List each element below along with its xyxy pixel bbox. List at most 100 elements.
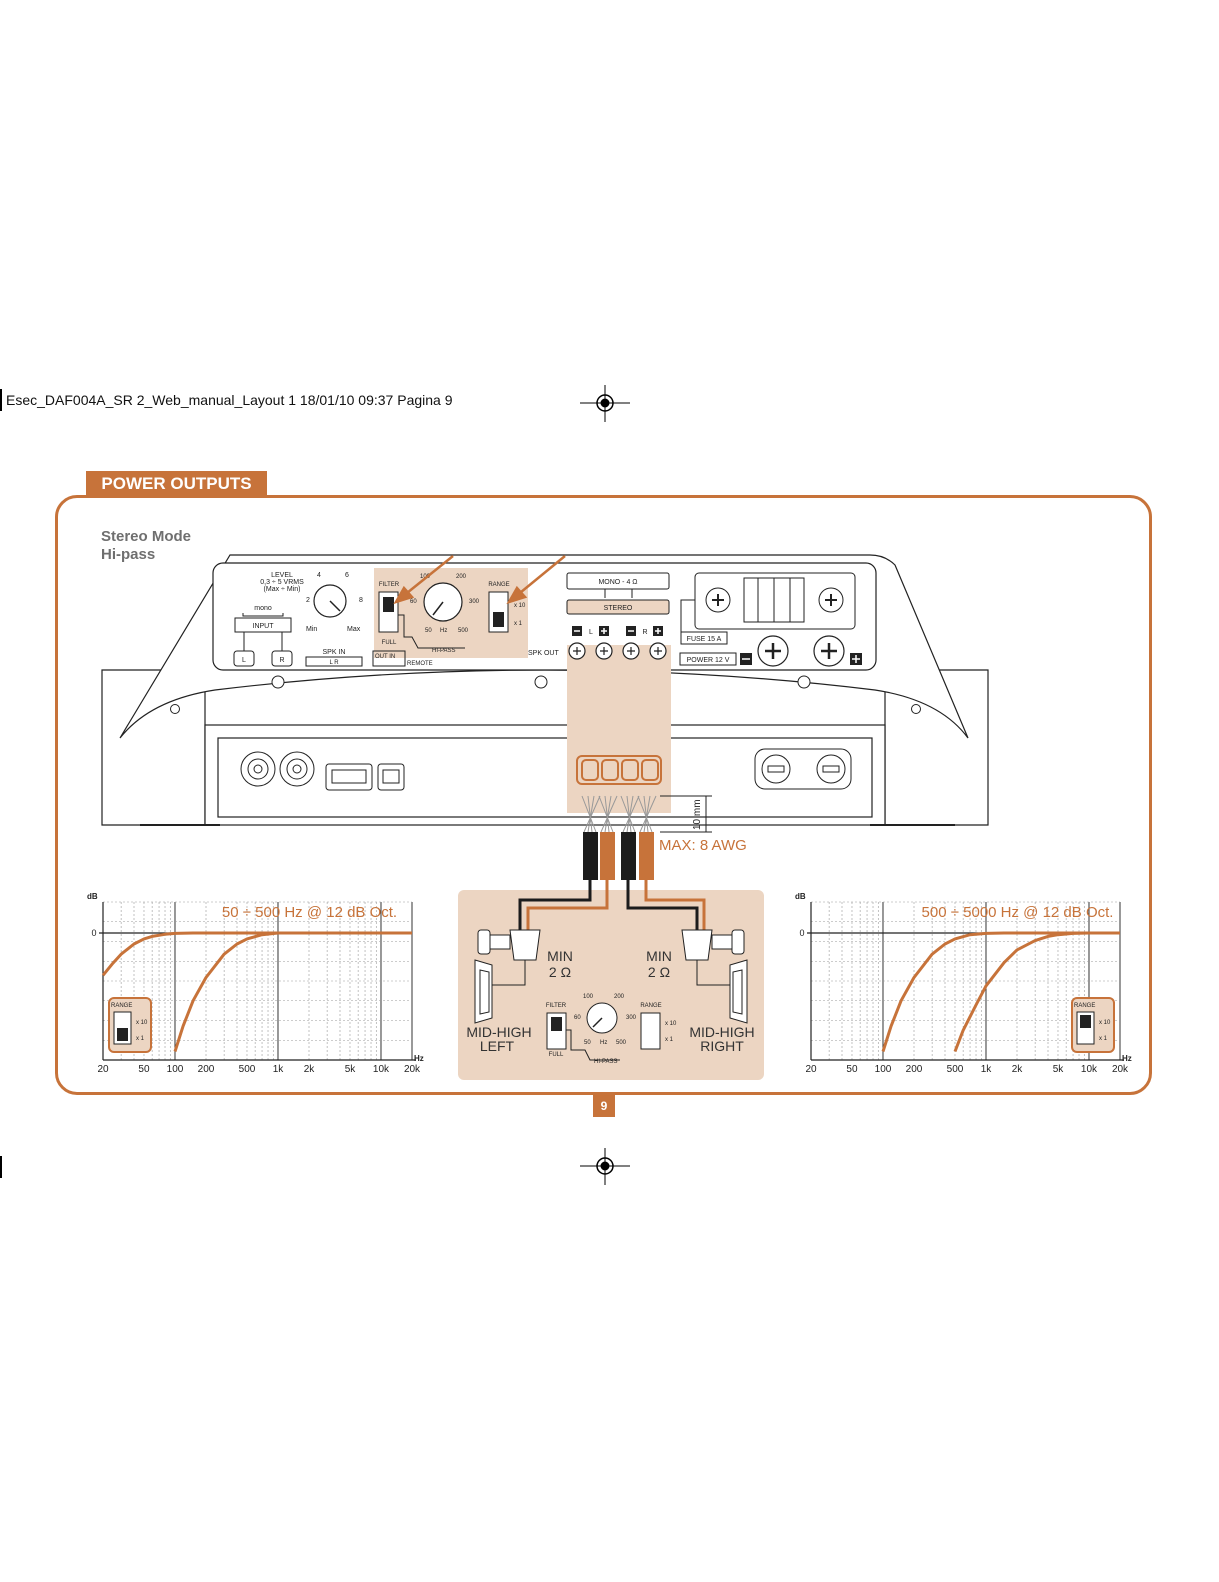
x-tick-label: 5k [345, 1064, 357, 1075]
x-tick-label: 200 [198, 1064, 215, 1075]
x-tick-label: 5k [1053, 1064, 1065, 1075]
y-axis-label: dB [87, 892, 98, 901]
spk-out-l-label: L [589, 629, 593, 636]
input-l-label: L [242, 657, 246, 664]
chart-title: 500 ÷ 5000 Hz @ 12 dB Oct. [922, 904, 1114, 921]
frequency-knob-pointer [432, 601, 444, 616]
freq-scale-50: 50 [425, 628, 432, 634]
x-tick-label: 100 [875, 1064, 892, 1075]
x-tick-label: 2k [1012, 1064, 1024, 1075]
right-speaker-side: RIGHT [700, 1038, 744, 1054]
x-tick-label: 10k [373, 1064, 390, 1075]
mode-line-2: Hi-pass [101, 546, 156, 563]
right-ohm-label: 2 Ω [648, 964, 670, 980]
left-min-label: MIN [547, 948, 573, 964]
output-highlight [567, 645, 671, 813]
inset-range-slider [1080, 1015, 1091, 1028]
x-tick-label: 10k [1081, 1064, 1098, 1075]
x-tick-label: 200 [906, 1064, 923, 1075]
mono-label: mono [254, 605, 272, 612]
inset-x1-label: x 1 [1099, 1036, 1108, 1042]
input-label: INPUT [253, 623, 275, 630]
wire-length-dimension [660, 795, 712, 833]
level-knob-pointer [329, 600, 341, 612]
mini-full-label: FULL [549, 1052, 564, 1058]
x-tick-label: 20k [1112, 1064, 1129, 1075]
x-tick-label: 2k [304, 1064, 316, 1075]
filter-switch-slider [383, 597, 394, 612]
chart-title: 50 ÷ 500 Hz @ 12 dB Oct. [222, 904, 397, 921]
mini-freq-60: 60 [574, 1015, 581, 1021]
mini-range-x10: x 10 [665, 1021, 677, 1027]
x-tick-label: 20k [404, 1064, 421, 1075]
range-switch-slider [493, 612, 504, 627]
mini-range-label: RANGE [640, 1003, 661, 1009]
filter-label: FILTER [379, 582, 400, 588]
level-label: LEVEL [271, 572, 293, 579]
input-wires [243, 632, 283, 651]
stereo-label: STEREO [604, 605, 633, 612]
screw-icon [797, 675, 811, 689]
input-r-label: R [279, 657, 284, 664]
left-speaker-name: MID-HIGH [466, 1024, 531, 1040]
mount-hole [911, 704, 921, 714]
response-curve-2 [173, 931, 412, 1052]
x-tick-label: 500 [947, 1064, 964, 1075]
hipass-label: HI-PASS [432, 648, 456, 654]
registration-mark-icon [580, 385, 630, 422]
screw-icon [271, 675, 285, 689]
mini-hipass-label: HI-PASS [594, 1059, 618, 1065]
y-axis-label: dB [795, 892, 806, 901]
x-axis-label: Hz [414, 1054, 424, 1063]
level-scale-2: 2 [306, 597, 310, 604]
page-number: 9 [593, 1095, 615, 1117]
inset-range-slider [117, 1028, 128, 1041]
level-scale-6: 6 [345, 572, 349, 579]
spk-in-sub: L R [329, 660, 339, 666]
response-curve-1 [881, 931, 1120, 1052]
left-ohm-label: 2 Ω [549, 964, 571, 980]
content-frame [55, 495, 1152, 1095]
spk-in-connector [305, 656, 363, 667]
remote-connector [372, 650, 406, 667]
screw-icon [534, 675, 548, 689]
speaker-right-icon [681, 929, 748, 1024]
level-min-label: Min [306, 626, 317, 633]
inset-x10-label: x 10 [136, 1020, 148, 1026]
mono-4ohm-box [566, 572, 670, 590]
out-in-label: OUT IN [375, 654, 395, 660]
fuse-label-box [680, 631, 728, 645]
mode-line-1: Stereo Mode [101, 528, 192, 545]
spk-out-label: SPK OUT [528, 650, 559, 657]
mini-freq-500: 500 [616, 1040, 627, 1046]
mount-hole [170, 704, 180, 714]
inset-x10-label: x 10 [1099, 1020, 1111, 1026]
hz-label: Hz [440, 628, 447, 634]
mini-range-switch [640, 1012, 661, 1050]
inset-x1-label: x 1 [136, 1036, 145, 1042]
mini-freq-50: 50 [584, 1040, 591, 1046]
level-scale-8: 8 [359, 597, 363, 604]
spk-in-label: SPK IN [323, 649, 346, 656]
mode-title: Stereo Mode Hi-pass [101, 528, 191, 564]
mini-freq-100: 100 [583, 994, 594, 1000]
right-min-label: MIN [646, 948, 672, 964]
power-label-box [679, 652, 737, 666]
max-gauge-label: MAX: 8 AWG [659, 837, 747, 854]
speaker-left-icon [474, 929, 541, 1024]
mini-freq-300: 300 [626, 1015, 637, 1021]
range-label: RANGE [488, 582, 509, 588]
hipass-line [398, 614, 465, 649]
freq-scale-500: 500 [458, 628, 469, 634]
level-max-label: Max [347, 626, 361, 633]
x-axis-label: Hz [1122, 1054, 1132, 1063]
x-tick-label: 1k [981, 1064, 993, 1075]
response-curve-1 [101, 931, 412, 977]
mono-4ohm-label: MONO - 4 Ω [598, 579, 637, 586]
y-tick-label: 0 [91, 928, 96, 938]
level-range: 0,3 ÷ 5 VRMS [260, 579, 304, 586]
freq-scale-60: 60 [410, 599, 417, 605]
